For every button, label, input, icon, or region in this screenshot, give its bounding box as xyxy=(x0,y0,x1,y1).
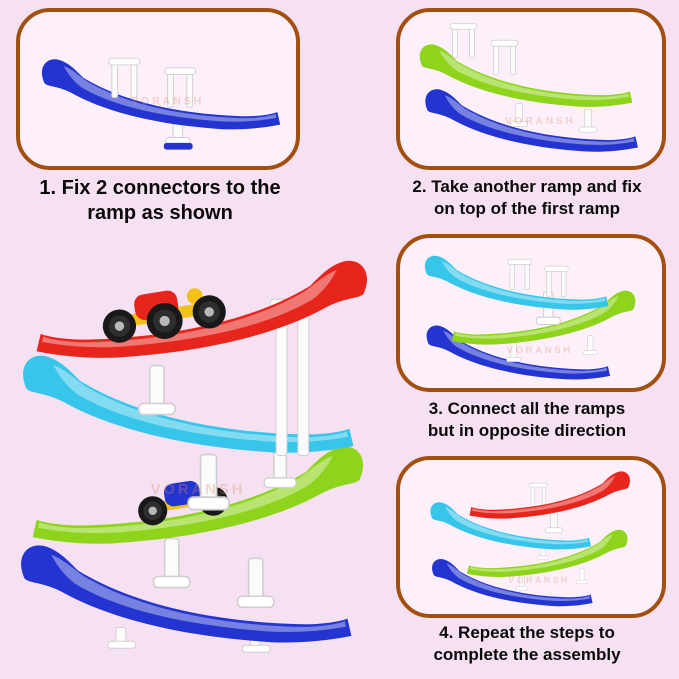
base-foot xyxy=(163,142,193,150)
step-2-panel: VORANSH xyxy=(396,8,666,170)
connector-icon xyxy=(449,22,478,59)
step-4-illustration: VORANSH xyxy=(430,471,630,607)
support-post xyxy=(583,335,598,355)
step-3-line-2: but in opposite direction xyxy=(427,421,627,441)
step-1-line-1: 1. Fix 2 connectors to the xyxy=(39,177,281,199)
support-post xyxy=(137,364,176,416)
step-1-caption: 1. Fix 2 connectors to the ramp as shown xyxy=(0,176,320,226)
assembled-product-image: VORANSH xyxy=(2,242,394,667)
step-1-line-2: ramp as shown xyxy=(87,202,233,224)
connector-icon xyxy=(490,39,519,76)
support-post xyxy=(152,537,191,589)
support-post xyxy=(236,557,275,609)
step-2-caption: 2. Take another ramp and fix on top of t… xyxy=(382,176,672,220)
support-post xyxy=(579,108,598,133)
watermark: VORANSH xyxy=(507,345,573,356)
connector-icon xyxy=(507,258,532,290)
step-3-illustration: VORANSH xyxy=(424,255,636,380)
step-2-line-1: 2. Take another ramp and fix xyxy=(412,177,642,196)
toy-car-red xyxy=(100,288,229,346)
blue-ramp xyxy=(41,59,281,130)
red-ramp xyxy=(469,471,630,519)
connector-icon xyxy=(108,57,141,99)
step-4-line-1: 4. Repeat the steps to xyxy=(439,623,615,642)
watermark: VORANSH xyxy=(505,116,576,127)
step-1-illustration: VORANSH xyxy=(41,57,281,150)
step-3-line-1: 3. Connect all the ramps xyxy=(428,399,626,418)
connector-icon xyxy=(544,265,569,297)
step-4-panel: VORANSH xyxy=(396,456,666,618)
step-3-panel: VORANSH xyxy=(396,234,666,392)
assembled-product-illustration: VORANSH xyxy=(21,260,368,653)
step-4-line-2: complete the assembly xyxy=(433,645,621,665)
step-1-panel: VORANSH xyxy=(16,8,300,170)
watermark: VORANSH xyxy=(131,95,204,107)
support-post xyxy=(576,568,588,584)
step-3-caption: 3. Connect all the ramps but in opposite… xyxy=(382,398,672,442)
watermark: VORANSH xyxy=(151,482,246,498)
watermark: VORANSH xyxy=(508,575,570,585)
blue-ramp xyxy=(21,545,352,643)
step-2-line-2: on top of the first ramp xyxy=(433,199,621,219)
connector-icon xyxy=(529,482,548,507)
step-4-caption: 4. Repeat the steps to complete the asse… xyxy=(382,622,672,666)
step-2-illustration: VORANSH xyxy=(419,22,638,152)
